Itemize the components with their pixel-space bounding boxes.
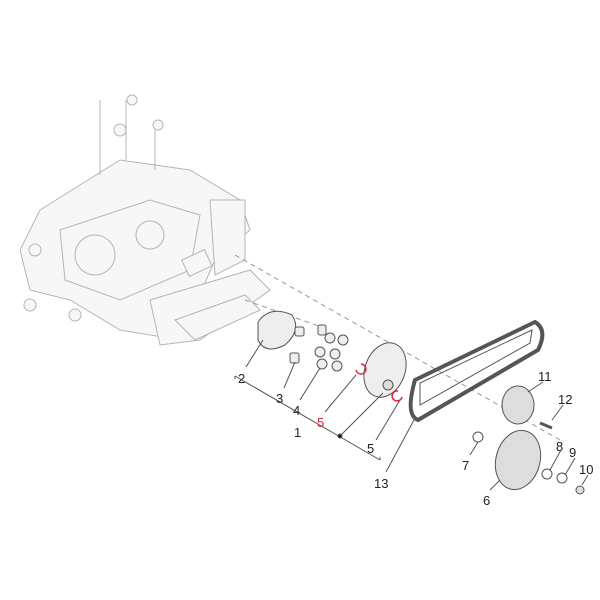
circlip — [355, 363, 403, 402]
callout-4: 4 — [293, 403, 300, 418]
parts — [257, 310, 585, 495]
callout-6: 6 — [483, 493, 490, 508]
engine-assembly — [19, 94, 271, 346]
callout-5a: 5 — [317, 415, 324, 430]
guide — [294, 326, 305, 337]
callout-5b: 5 — [367, 441, 374, 456]
callout-8: 8 — [556, 439, 563, 454]
leader-lines — [245, 339, 589, 491]
fan-pulley — [494, 429, 542, 491]
callout-7: 7 — [462, 458, 469, 473]
callout-3: 3 — [276, 391, 283, 406]
belt — [408, 319, 545, 423]
ramp-plate — [257, 310, 297, 350]
slider — [289, 352, 300, 364]
callout-9: 9 — [569, 445, 576, 460]
callout-11: 11 — [538, 369, 552, 384]
clutch-bell — [501, 385, 535, 425]
callout-13: 13 — [374, 476, 388, 491]
rollers — [314, 332, 349, 372]
callout-12: 12 — [558, 392, 572, 407]
callout-1: 1 — [294, 425, 301, 440]
callout-2: 2 — [238, 371, 245, 386]
callout-10: 10 — [579, 462, 593, 477]
pulley-half — [363, 342, 407, 398]
